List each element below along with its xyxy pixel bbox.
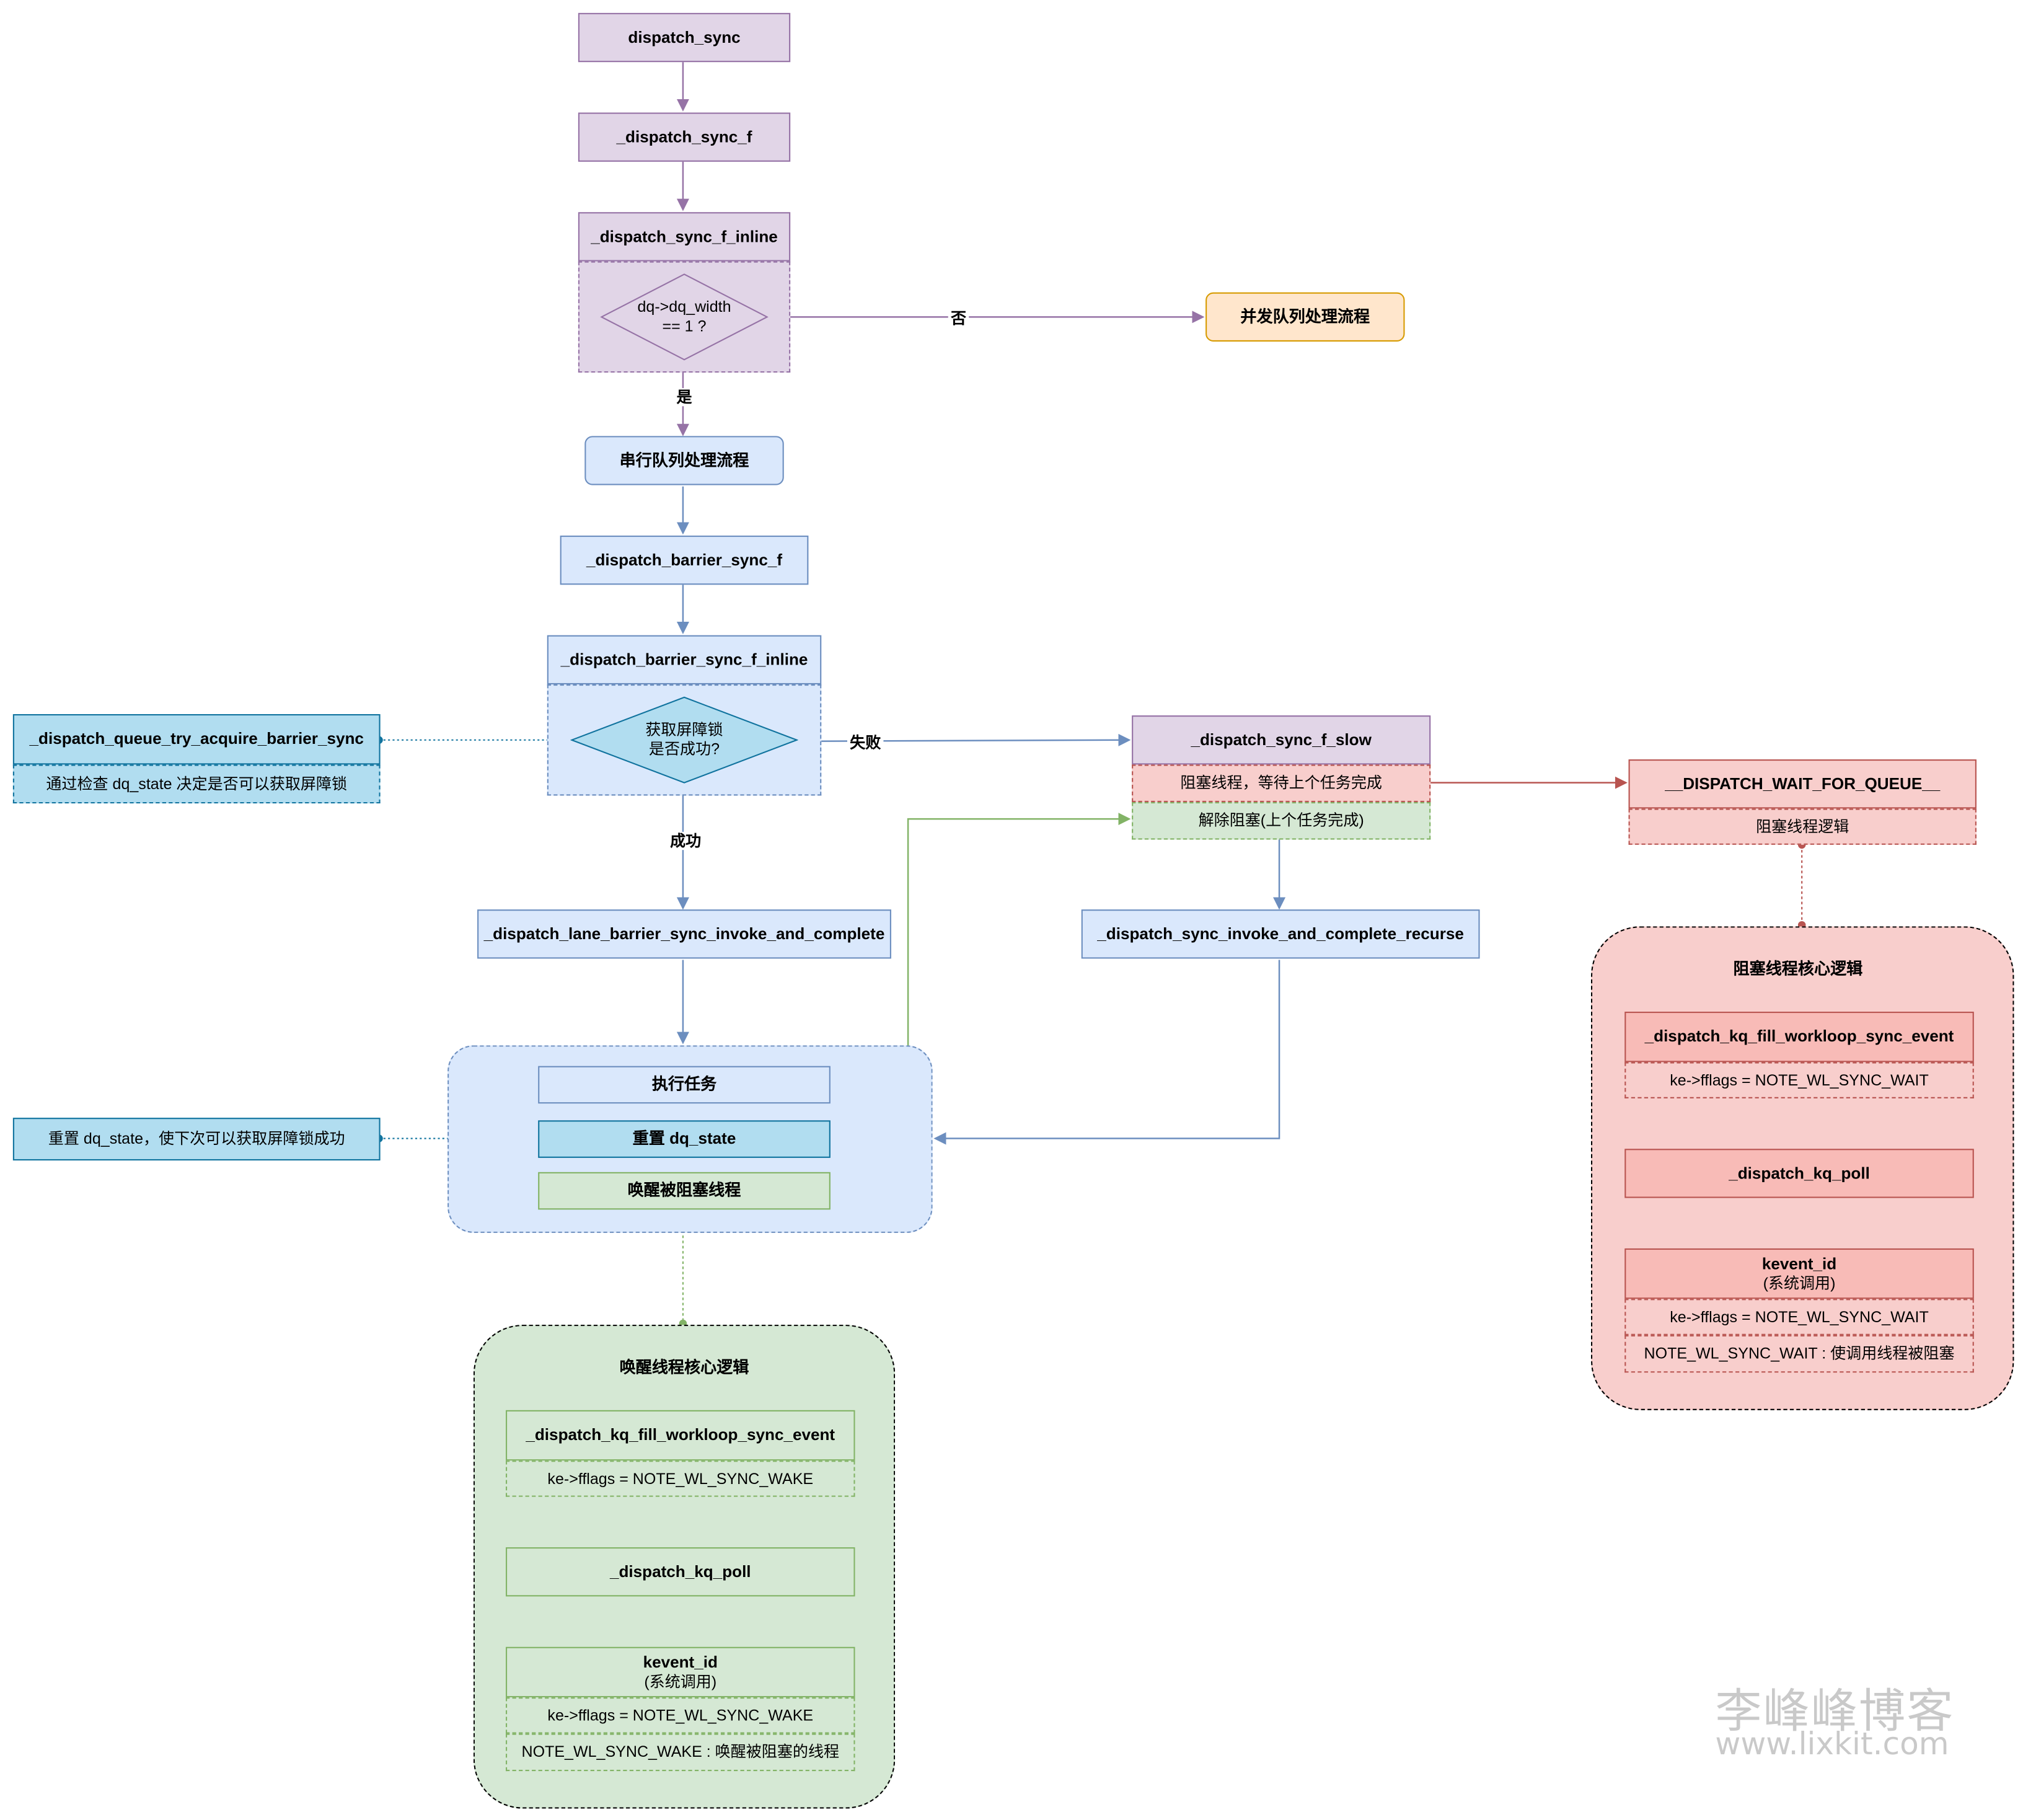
block-kevent-name: kevent_id [1761,1254,1837,1273]
barrier-decision-label: 获取屏障锁 是否成功? [645,720,723,758]
block-poll-node[interactable]: _dispatch_kq_poll [1624,1149,1974,1198]
block-group-title: 阻塞线程核心逻辑 [1733,959,1863,978]
barrier-decision-diamond[interactable] [570,696,798,784]
invoke-recurse-node[interactable]: _dispatch_sync_invoke_and_complete_recur… [1081,909,1480,959]
dispatch-sync-f-node[interactable]: _dispatch_sync_f [578,112,791,162]
block-kevent-note: NOTE_WL_SYNC_WAIT : 使调用线程被阻塞 [1624,1335,1974,1373]
edge-label-fail: 失败 [847,733,884,752]
lane-barrier-node[interactable]: _dispatch_lane_barrier_sync_invoke_and_c… [477,909,891,959]
width-decision-diamond[interactable] [600,273,769,361]
edge-label-success: 成功 [667,831,704,850]
edge-recurse-to-group [933,960,1280,1145]
wait-note: 阻塞线程逻辑 [1628,808,1977,845]
wake-poll-node[interactable]: _dispatch_kq_poll [506,1547,855,1597]
wake-fill-event-node[interactable]: _dispatch_kq_fill_workloop_sync_event [506,1410,855,1461]
block-fill-event-node[interactable]: _dispatch_kq_fill_workloop_sync_event [1624,1012,1974,1062]
watermark-title: 李峰峰博客 [1715,1685,1955,1739]
block-kevent-flags: ke->fflags = NOTE_WL_SYNC_WAIT [1624,1299,1974,1335]
block-kevent-node[interactable]: kevent_id (系统调用) [1624,1248,1974,1299]
dispatch-sync-f-inline-node[interactable]: _dispatch_sync_f_inline [578,212,791,262]
wake-kevent-name: kevent_id [643,1653,718,1671]
edge-label-yes: 是 [674,388,695,407]
wake-blocked-node[interactable]: 唤醒被阻塞线程 [538,1172,831,1210]
wake-fill-flags: ke->fflags = NOTE_WL_SYNC_WAKE [506,1460,855,1497]
wake-kevent-sub: (系统调用) [644,1672,717,1690]
block-fill-flags: ke->fflags = NOTE_WL_SYNC_WAIT [1624,1062,1974,1098]
wake-kevent-note: NOTE_WL_SYNC_WAKE : 唤醒被阻塞的线程 [506,1733,855,1772]
exec-task-node[interactable]: 执行任务 [538,1066,831,1104]
reset-state-node[interactable]: 重置 dq_state [538,1120,831,1158]
wait-for-queue-node[interactable]: __DISPATCH_WAIT_FOR_QUEUE__ [1628,759,1977,809]
block-thread-note: 阻塞线程，等待上个任务完成 [1132,764,1431,802]
barrier-sync-f-node[interactable]: _dispatch_barrier_sync_f [560,536,809,585]
try-acquire-note: 通过检查 dq_state 决定是否可以获取屏障锁 [12,764,381,804]
concurrent-flow-node[interactable]: 并发队列处理流程 [1205,292,1405,342]
edge-label-no: 否 [948,309,969,328]
width-decision-label: dq->dq_width == 1 ? [637,298,731,335]
wake-kevent-flags: ke->fflags = NOTE_WL_SYNC_WAKE [506,1697,855,1734]
watermark-url: www.lixkit.com [1715,1726,1949,1762]
wake-group-title: 唤醒线程核心逻辑 [619,1358,749,1376]
reset-note-node: 重置 dq_state，使下次可以获取屏障锁成功 [12,1118,381,1161]
unblock-note: 解除阻塞(上个任务完成) [1132,802,1431,840]
block-kevent-sub: (系统调用) [1763,1273,1836,1292]
wake-kevent-node[interactable]: kevent_id (系统调用) [506,1646,855,1698]
dispatch-sync-node[interactable]: dispatch_sync [578,12,791,63]
sync-f-slow-node[interactable]: _dispatch_sync_f_slow [1132,715,1431,765]
try-acquire-node[interactable]: _dispatch_queue_try_acquire_barrier_sync [12,714,381,765]
barrier-sync-f-inline-node[interactable]: _dispatch_barrier_sync_f_inline [547,635,822,685]
serial-flow-node[interactable]: 串行队列处理流程 [584,436,784,485]
